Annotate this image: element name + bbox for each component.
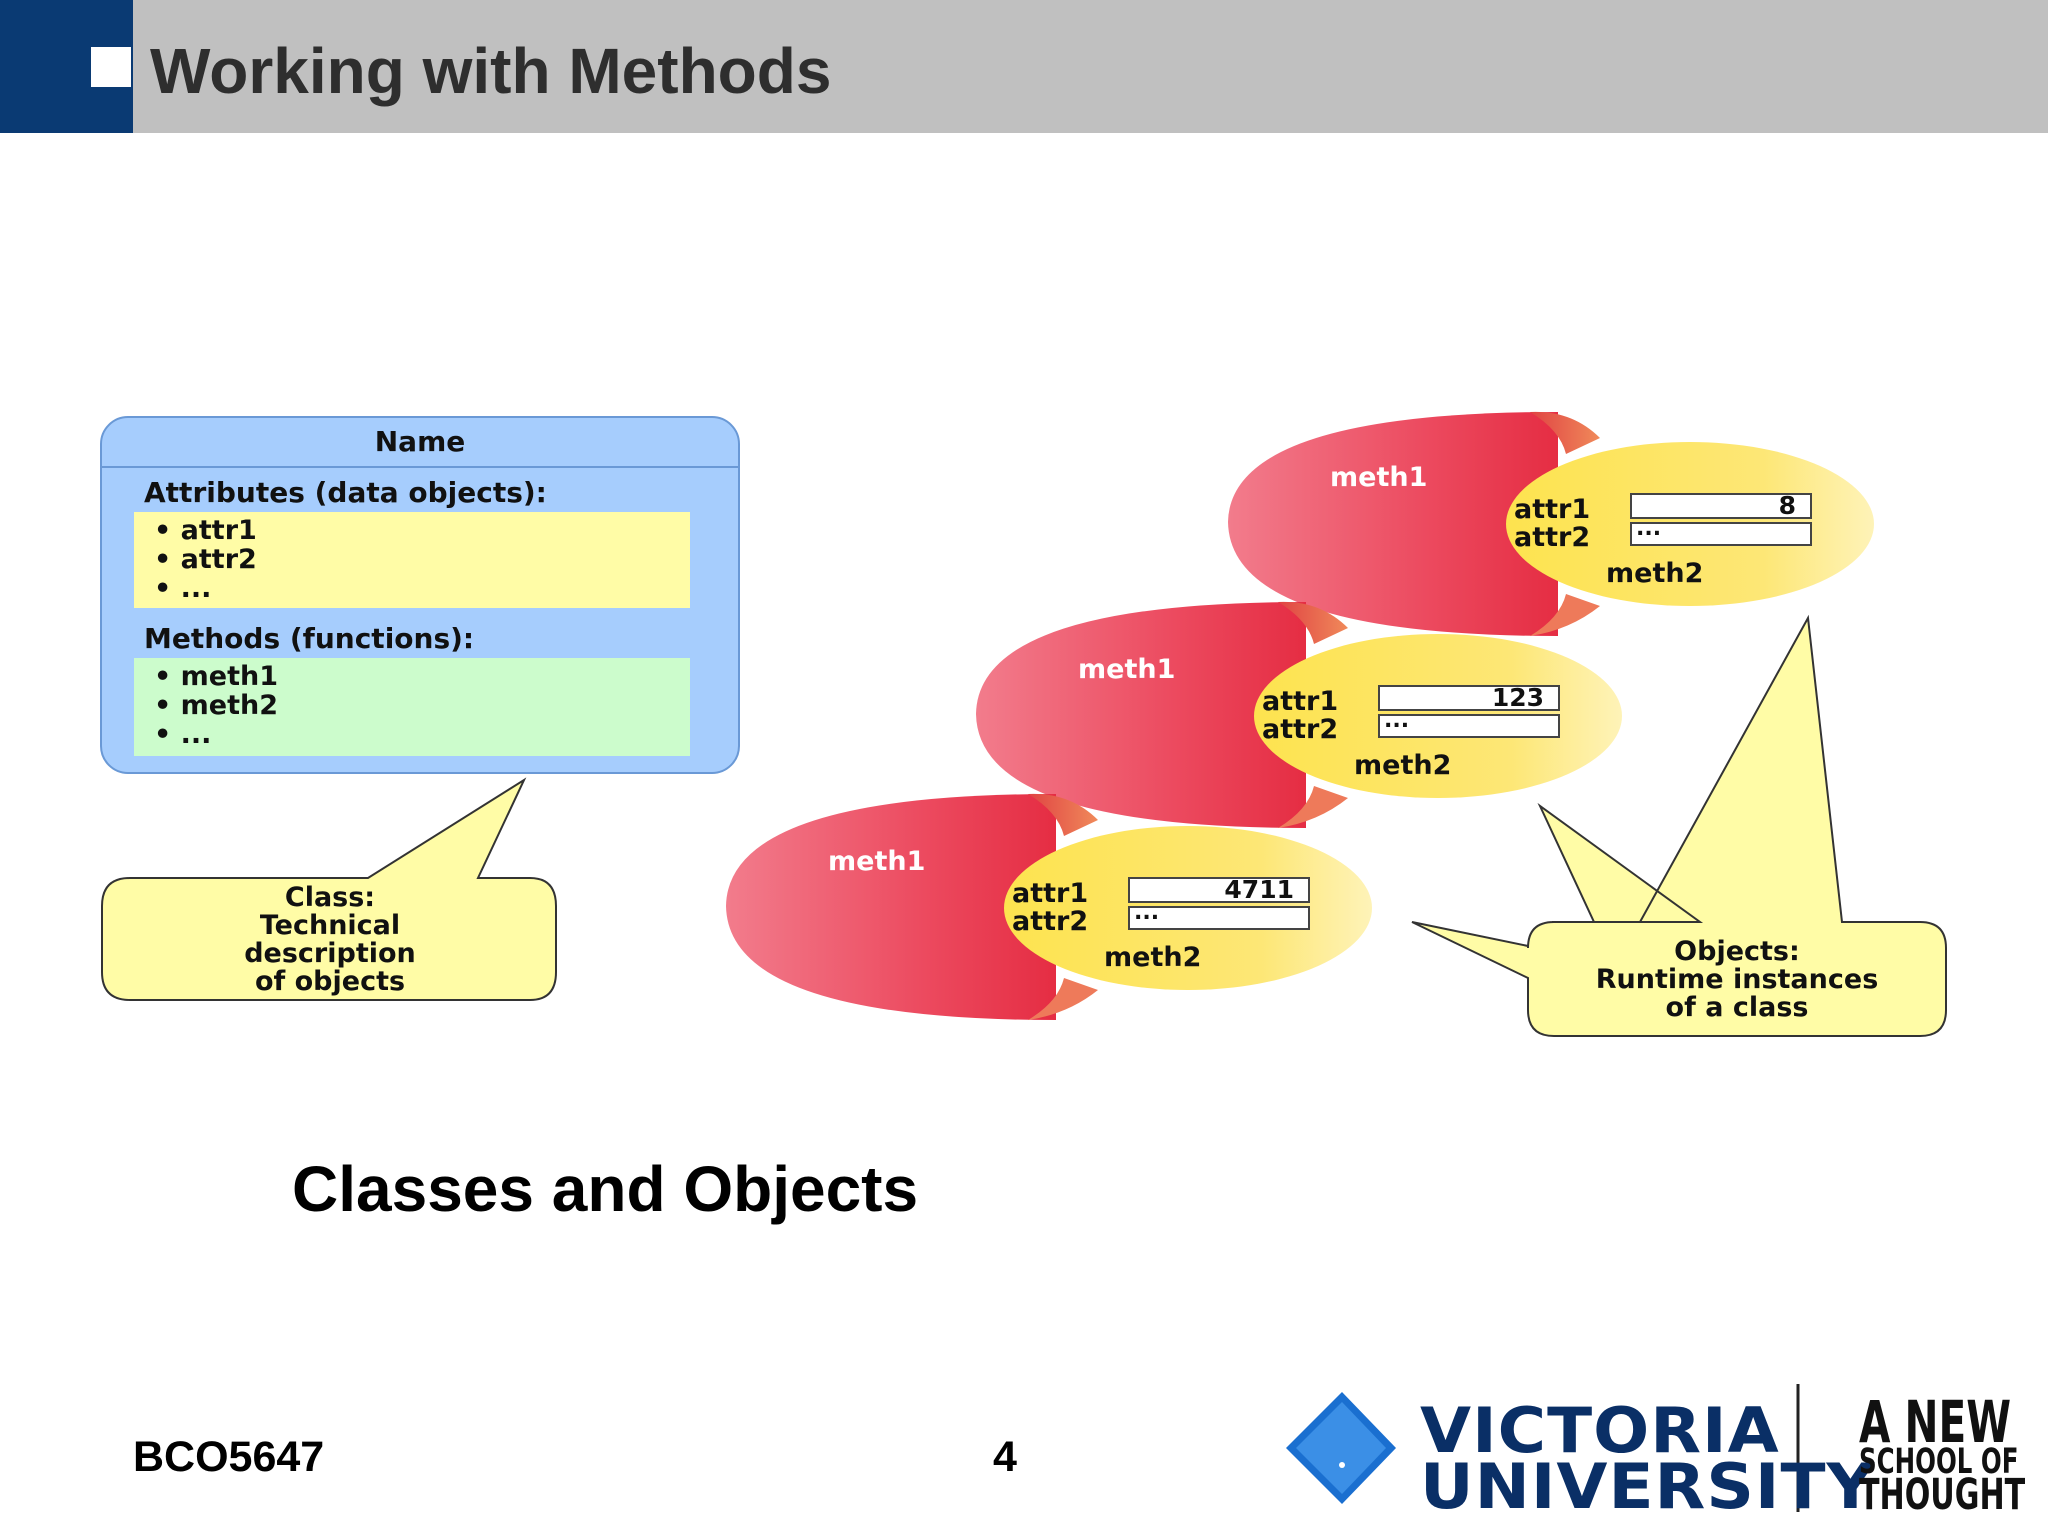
object-2-attr1: attr1 <box>1262 686 1339 717</box>
methods-heading: Methods (functions): <box>144 622 475 655</box>
object-1-attr1: attr1 <box>1514 494 1591 525</box>
header-square-icon <box>91 47 131 87</box>
object-1-meth1: meth1 <box>1330 462 1428 493</box>
slide-title: Working with Methods <box>150 35 832 107</box>
object-2-meth1: meth1 <box>1078 654 1176 685</box>
header-band <box>0 0 2048 133</box>
object-1-attr2-value: ... <box>1630 518 1812 546</box>
object-3-attr2: attr2 <box>1012 906 1089 937</box>
object-3-attr1: attr1 <box>1012 878 1089 909</box>
class-name-label: Name <box>102 418 738 468</box>
objects-callout-text: Objects: Runtime instances of a class <box>1595 936 1879 1023</box>
object-2-attr1-value: 123 <box>1378 685 1560 711</box>
list-item: • attr2 <box>154 544 257 575</box>
slogan-line3: THOUGHT <box>1859 1470 2026 1520</box>
object-2-attr2: attr2 <box>1262 714 1339 745</box>
class-box: Name Attributes (data objects): • attr1 … <box>100 416 740 774</box>
list-item: • ... <box>154 573 212 604</box>
object-1-meth2: meth2 <box>1606 558 1704 589</box>
attributes-list: • attr1 • attr2 • ... <box>134 512 690 608</box>
course-code: BCO5647 <box>133 1433 325 1481</box>
vu-logo-line1: VICTORIA <box>1420 1394 1780 1468</box>
object-2-attr2-value: ... <box>1378 710 1560 738</box>
methods-list: • meth1 • meth2 • ... <box>134 658 690 756</box>
list-item: • meth1 <box>154 661 279 692</box>
object-3-attr2-value: ... <box>1128 902 1310 930</box>
class-callout-text: Class: Technical description of objects <box>244 882 416 997</box>
object-1-attr2: attr2 <box>1514 522 1591 553</box>
vu-logo-icon <box>1286 1392 1396 1504</box>
list-item: • ... <box>154 719 212 750</box>
slide-subtitle: Classes and Objects <box>292 1153 919 1225</box>
class-callout-bubble <box>101 777 557 1001</box>
object-3-attr1-value: 4711 <box>1128 877 1310 903</box>
list-item: • attr1 <box>154 515 257 546</box>
page-number: 4 <box>993 1433 1017 1481</box>
object-1-attr1-value: 8 <box>1630 493 1812 519</box>
objects-callout-bubble <box>1411 614 1947 1037</box>
attributes-heading: Attributes (data objects): <box>144 476 547 509</box>
object-3-meth2: meth2 <box>1104 942 1202 973</box>
object-3-meth1: meth1 <box>828 846 926 877</box>
object-2-meth2: meth2 <box>1354 750 1452 781</box>
list-item: • meth2 <box>154 690 279 721</box>
vu-logo-line2: UNIVERSITY <box>1420 1450 1876 1524</box>
